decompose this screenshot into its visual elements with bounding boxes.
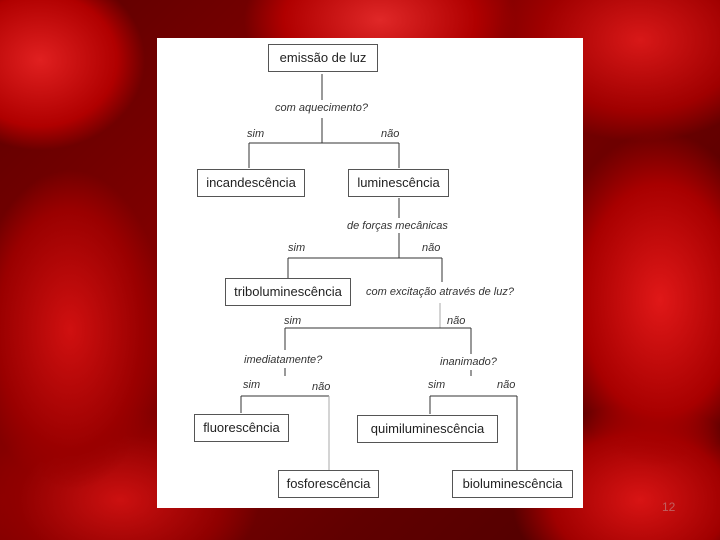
node-fluorescencia: fluorescência [194, 414, 289, 442]
node-bioluminescencia: bioluminescência [452, 470, 573, 498]
question-mechanical: de forças mecânicas [347, 220, 448, 232]
diagram-panel: emissão de luz com aquecimento? sim não … [157, 38, 583, 508]
node-quimiluminescencia: quimiluminescência [357, 415, 498, 443]
node-luminescencia: luminescência [348, 169, 449, 197]
branch-no-label: não [422, 242, 441, 254]
question-heating: com aquecimento? [275, 102, 368, 114]
node-emissao-de-luz: emissão de luz [268, 44, 378, 72]
branch-no-label: não [497, 379, 516, 391]
branch-yes-label: sim [284, 315, 302, 327]
question-inanimate: inanimado? [440, 356, 497, 368]
branch-yes-label: sim [247, 128, 265, 140]
question-immediately: imediatamente? [244, 354, 323, 366]
node-fosforescencia: fosforescência [278, 470, 379, 498]
connector-lines [240, 74, 518, 470]
slide-number: 12 [662, 500, 676, 514]
branch-no-label: não [447, 315, 466, 327]
question-light-excitation: com excitação através de luz? [366, 286, 514, 298]
branch-yes-label: sim [288, 242, 306, 254]
node-triboluminescencia: triboluminescência [225, 278, 351, 306]
branch-no-label: não [381, 128, 400, 140]
branch-yes-label: sim [243, 379, 261, 391]
node-incandescencia: incandescência [197, 169, 305, 197]
branch-no-label: não [312, 381, 331, 393]
branch-yes-label: sim [428, 379, 446, 391]
